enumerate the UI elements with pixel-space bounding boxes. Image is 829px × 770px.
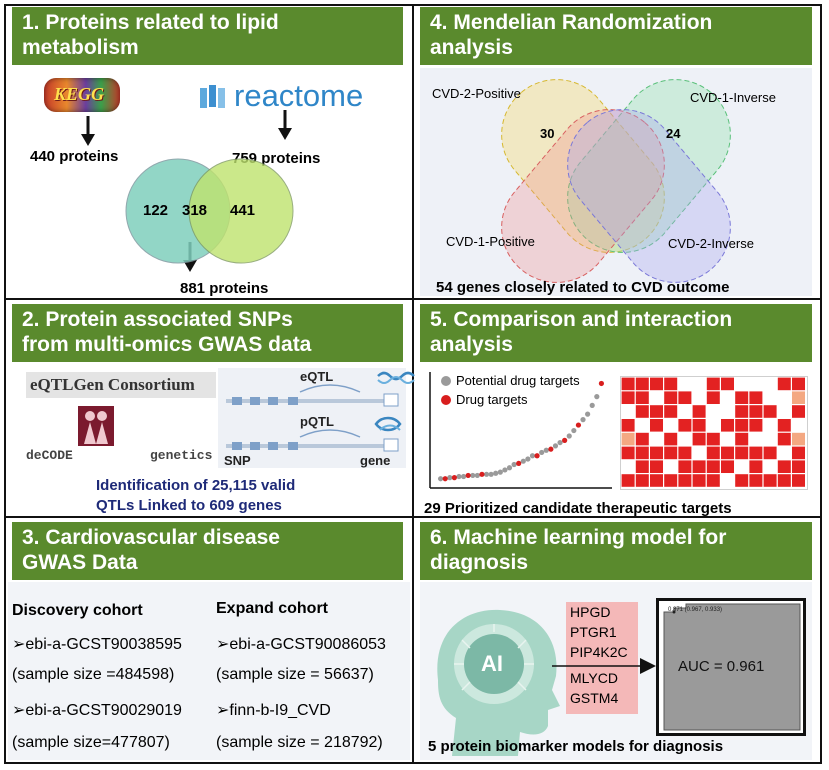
overlap-count-24: 24 (666, 126, 681, 141)
panel-1-title-line1: 1. Proteins related to lipid (22, 11, 279, 34)
reactome-logo-text: reactome (234, 78, 364, 113)
discovery-dataset-2: ➢ebi-a-GCST90029019 (12, 702, 182, 719)
decode-logo-icon (78, 406, 114, 446)
right-divider-2 (413, 516, 822, 518)
biomarker-3: PIP4K2C (570, 644, 628, 660)
reactome-cube-icon (200, 85, 225, 108)
left-divider-2 (4, 516, 413, 518)
mr-caption: 54 genes closely related to CVD outcome (436, 279, 730, 296)
expand-dataset-2: ➢finn-b-I9_CVD (216, 702, 331, 719)
panel-2-title-line2: from multi-omics GWAS data (22, 333, 312, 356)
right-divider-1 (413, 298, 822, 300)
legend-potential-label: Potential drug targets (456, 373, 580, 388)
venn-intersection-count: 318 (182, 202, 208, 219)
eqtl-label: eQTL (300, 369, 334, 384)
panel-4-header: 4. Mendelian Randomization analysis (420, 7, 812, 65)
legend-drug-label: Drug targets (456, 392, 528, 407)
set-cvd1-inverse: CVD-1-Inverse (690, 90, 776, 105)
kegg-logo: KEGG (44, 78, 120, 112)
kegg-count: 440 proteins (30, 148, 119, 165)
expand-dataset-1-size: (sample size = 56637) (216, 666, 374, 683)
panel-5-title-line1: 5. Comparison and interaction (430, 308, 733, 331)
panel-6-title-line2: diagnosis (430, 551, 529, 574)
panel-1-title-line2: metabolism (22, 36, 139, 59)
panel-5-header: 5. Comparison and interaction analysis (420, 304, 812, 362)
panel-5-title-line2: analysis (430, 333, 513, 356)
biomarker-2: PTGR1 (570, 624, 617, 640)
qtl-result-line2: QTLs Linked to 609 genes (96, 497, 282, 514)
panel-2-header: 2. Protein associated SNPs from multi-om… (12, 304, 403, 362)
eqtlgen-logo-text: eQTLGen Consortium (30, 375, 195, 394)
left-divider-1 (4, 298, 413, 300)
panel-1-header: 1. Proteins related to lipid metabolism (12, 7, 403, 65)
panel-4-title-line1: 4. Mendelian Randomization (430, 11, 713, 34)
biomarker-5: GSTM4 (570, 690, 619, 706)
biomarker-box (566, 602, 638, 714)
roc-threshold-annotation: 0.871 (0.967, 0.933) (668, 607, 723, 613)
vertical-divider (412, 4, 414, 764)
interaction-heatmap (620, 376, 808, 490)
set-cvd2-inverse: CVD-2-Inverse (668, 236, 754, 251)
expand-cohort-title: Expand cohort (216, 600, 329, 617)
overlap-count-30: 30 (540, 126, 555, 141)
panel-3-title-line2: GWAS Data (22, 551, 138, 574)
venn-right-count: 441 (230, 202, 256, 219)
expand-dataset-1: ➢ebi-a-GCST90086053 (216, 636, 386, 653)
eqtlgen-logo: eQTLGen Consortium (26, 372, 216, 398)
decode-logo-left: deCODE (26, 448, 73, 463)
panel-2-title-line1: 2. Protein associated SNPs (22, 308, 293, 331)
panel-3-title-line1: 3. Cardiovascular disease (22, 526, 280, 549)
reactome-count: 759 proteins (232, 150, 321, 167)
panel-6-header: 6. Machine learning model for diagnosis (420, 522, 812, 580)
biomarker-4: MLYCD (570, 670, 618, 686)
total-protein-count: 881 proteins (180, 280, 269, 297)
comparison-caption: 29 Prioritized candidate therapeutic tar… (424, 500, 732, 517)
decode-logo-right: genetics (150, 448, 213, 463)
auc-value: AUC = 0.961 (678, 658, 765, 675)
gene-label: gene (360, 453, 391, 468)
set-cvd1-positive: CVD-1-Positive (446, 234, 535, 249)
panel-3-header: 3. Cardiovascular disease GWAS Data (12, 522, 403, 580)
discovery-dataset-1: ➢ebi-a-GCST90038595 (12, 636, 182, 653)
qtl-result-line1: Identification of 25,115 valid (96, 477, 296, 494)
biomarker-1: HPGD (570, 604, 611, 620)
ml-caption: 5 protein biomarker models for diagnosis (428, 738, 724, 755)
discovery-dataset-1-size: (sample size =484598) (12, 666, 175, 683)
gwas-background (8, 582, 410, 760)
panel-4-title-line2: analysis (430, 36, 513, 59)
discovery-dataset-2-size: (sample size=477807) (12, 734, 170, 751)
expand-dataset-2-size: (sample size = 218792) (216, 734, 383, 751)
panel-6-title-line1: 6. Machine learning model for (430, 526, 727, 549)
ai-label: AI (481, 651, 503, 676)
pqtl-label: pQTL (300, 414, 334, 429)
venn-left-count: 122 (143, 202, 169, 219)
kegg-logo-text: KEGG (54, 84, 105, 104)
snp-label: SNP (224, 453, 251, 468)
discovery-cohort-title: Discovery cohort (12, 602, 143, 619)
set-cvd2-positive: CVD-2-Positive (432, 86, 521, 101)
